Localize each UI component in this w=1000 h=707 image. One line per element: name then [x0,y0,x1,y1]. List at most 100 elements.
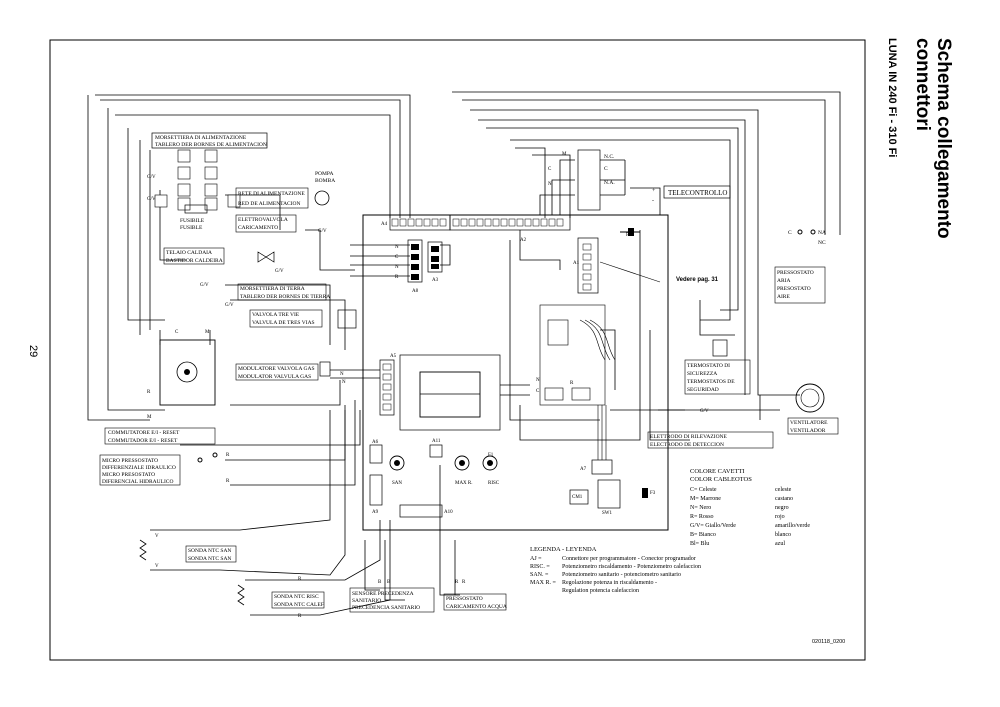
svg-text:A2: A2 [520,238,527,243]
svg-text:DIFERENCIAL HIDRAULICO: DIFERENCIAL HIDRAULICO [102,479,173,485]
svg-text:A7: A7 [580,467,587,472]
svg-text:G/V: G/V [225,303,234,308]
svg-text:B: B [387,580,391,585]
svg-text:M: M [562,152,567,157]
svg-text:RED DE ALIMENTACION: RED DE ALIMENTACION [238,201,301,207]
svg-text:B: B [378,580,382,585]
legend-text: Connettore per programmatore - Conector … [562,556,696,562]
svg-text:N: N [340,372,344,377]
color-code: G/V= Giallo/Verde [690,523,736,529]
svg-text:A11: A11 [432,439,441,444]
svg-text:A6: A6 [372,440,379,445]
svg-text:R: R [147,390,151,395]
svg-text:N: N [342,380,346,385]
cable-color-table: COLORE CAVETTI COLOR CABLEOTOS C= Celest… [690,468,810,547]
svg-text:R: R [298,614,302,619]
modulatore-valvola-gas: MODULATORE VALVOLA GAS MODULATOR VALVULA… [235,361,331,381]
color-code: N= Nero [690,505,711,511]
morsettiera-alim-it: MORSETTIERA DI ALIMENTAZIONE [155,135,247,141]
power-terminal-block: MORSETTIERA DI ALIMENTAZIONE TABLERO DER… [151,132,268,214]
legend-text: Regolazione potenza in riscaldamento - [562,580,657,586]
figure-code: 020118_0200 [812,639,845,645]
svg-text:ARIA: ARIA [777,278,790,284]
svg-text:AIRE: AIRE [777,294,790,300]
svg-text:R: R [570,381,574,386]
svg-text:COMMUTADOR E/I - RESET: COMMUTADOR E/I - RESET [108,438,178,444]
color-es: azul [775,541,785,547]
color-code: C= Celeste [690,487,717,493]
legend-code: AJ = [530,556,542,562]
pressostato-caricamento: PRESSOSTATO CARICAMENTO ACQUA [443,593,507,611]
svg-text:SICUREZZA: SICUREZZA [687,371,717,377]
svg-text:COMMUTATORE E/I - RESET: COMMUTATORE E/I - RESET [108,430,180,436]
svg-text:SANITARIO: SANITARIO [352,598,381,604]
title-line2: connettori [912,38,933,131]
legend: LEGENDA - LEYENDA AJ = Connettore per pro… [530,546,701,594]
svg-text:N: N [536,378,540,383]
svg-text:POMPA: POMPA [315,171,333,177]
svg-text:BOMBA: BOMBA [315,178,335,184]
legend-code: SAN. = [530,572,549,578]
termostato-sicurezza: TERMOSTATO DI SICUREZZA TERMOSTATOS DE S… [684,339,751,395]
svg-text:G/V: G/V [275,269,284,274]
svg-text:TELECONTROLLO: TELECONTROLLO [668,189,728,197]
svg-text:PRECEDENCIA SANITARIO: PRECEDENCIA SANITARIO [352,605,420,611]
svg-text:CARICAMENTO ACQUA: CARICAMENTO ACQUA [446,604,507,610]
header: Schema collegamento connettori [912,38,954,239]
svg-text:SONDA NTC SAN: SONDA NTC SAN [188,556,231,562]
svg-text:COLORE CAVETTI: COLORE CAVETTI [690,468,745,475]
legend-text: Potenziometro riscaldamento - Potenziome… [562,563,701,570]
color-es: castano [775,496,793,502]
page-number: 29 [27,345,39,357]
svg-text:A9: A9 [372,510,379,515]
micro-pressostato: MICRO PRESSOSTATO DIFFERENZIALE IDRAULIC… [99,452,218,486]
color-code: M= Marrone [690,496,721,502]
wire-harness [87,91,841,616]
svg-text:FUSIBILE: FUSIBILE [180,218,205,224]
fusibile: FUSIBILE FUSIBLE [180,218,205,231]
svg-text:N.A.: N.A. [604,180,615,186]
svg-text:TELAIO CALDAIA: TELAIO CALDAIA [166,250,212,256]
svg-text:ELETTRODO DI RILEVAZIONE: ELETTRODO DI RILEVAZIONE [650,434,728,440]
svg-text:RETE DI ALIMENTAZIONE: RETE DI ALIMENTAZIONE [238,191,305,197]
svg-text:F1: F1 [488,453,494,458]
svg-text:R: R [462,580,466,585]
svg-text:SEGURIDAD: SEGURIDAD [687,387,719,393]
legend-text: Potenziometro sanitario - potenciometro … [562,572,681,578]
svg-text:+: + [652,188,656,194]
svg-text:V: V [155,564,159,569]
svg-text:C: C [548,167,552,172]
svg-text:DIFFERENZIALE IDRAULICO: DIFFERENZIALE IDRAULICO [102,465,176,471]
legend-text: Regulation potencia calefaccion [562,587,639,594]
svg-text:G/V: G/V [700,409,709,414]
svg-text:V: V [155,534,159,539]
svg-text:F2: F2 [626,233,632,238]
svg-text:C: C [175,330,179,335]
svg-text:PRESSOSTATO: PRESSOSTATO [777,270,814,276]
svg-text:N: N [548,182,552,187]
svg-text:SAN: SAN [392,481,402,486]
svg-text:C: C [536,389,540,394]
color-es: negro [775,505,789,511]
svg-text:MORSETTIERA DI TERRA: MORSETTIERA DI TERRA [240,286,305,292]
svg-text:F3: F3 [650,491,656,496]
svg-text:COLOR CABLEOTOS: COLOR CABLEOTOS [690,476,752,483]
svg-text:PRESOSTATO: PRESOSTATO [777,286,811,292]
svg-text:LEGENDA - LEYENDA: LEGENDA - LEYENDA [530,546,597,553]
svg-text:SONDA NTC CALEF: SONDA NTC CALEF [274,602,324,608]
sonda-ntc-risc: SONDA NTC RISC SONDA NTC CALEF [237,584,325,609]
morsettiera-terra: MORSETTIERA DI TERRA TABLERO DER BORNES … [237,283,330,301]
svg-text:NA: NA [818,230,826,236]
svg-text:A5: A5 [390,354,397,359]
elettrodo-rilevazione: ELETTRODO DI RILEVAZIONE ELECTRODO DE DE… [647,431,774,449]
sonda-ntc-san: SONDA NTC SAN SONDA NTC SAN [139,539,237,563]
svg-text:N.C.: N.C. [604,154,615,160]
connector-labels: A4 A2 A8 A3 A1 A5 A6 A7 A9 A10 A11 F1 F2… [372,222,656,516]
svg-text:ELECTRODO DE DETECCION: ELECTRODO DE DETECCION [650,442,724,448]
svg-text:N: N [395,245,399,250]
svg-text:NC: NC [818,240,826,246]
svg-text:SONDA NTC SAN: SONDA NTC SAN [188,548,231,554]
commutatore-switch: COMMUTATORE E/I - RESET COMMUTADOR E/I -… [104,339,216,445]
svg-text:SENSORE PRECEDENZA: SENSORE PRECEDENZA [352,591,414,597]
svg-text:G/V: G/V [200,283,209,288]
